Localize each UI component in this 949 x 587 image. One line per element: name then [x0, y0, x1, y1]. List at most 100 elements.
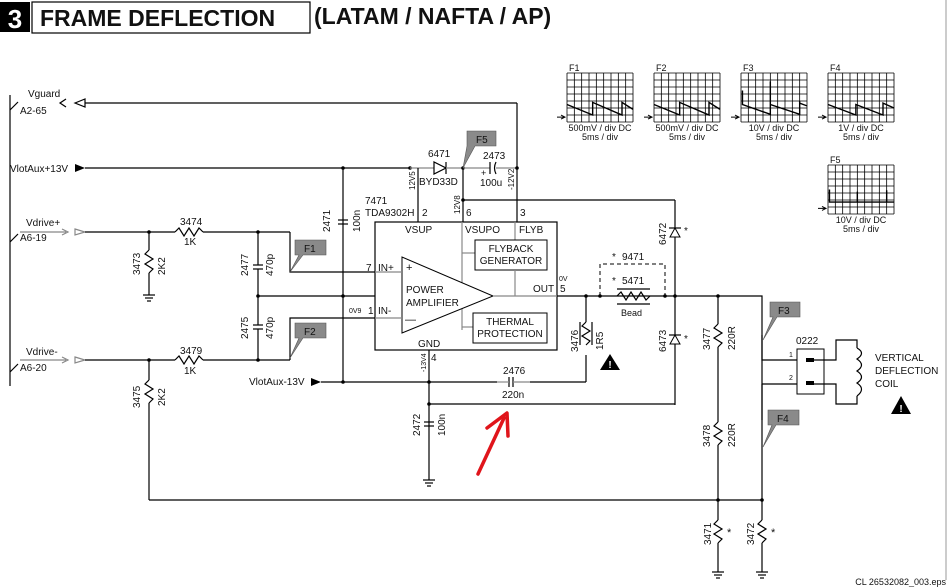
- ground-ref-arrow-icon: [557, 114, 567, 120]
- input-arrow-icon: [311, 378, 321, 386]
- waveform-label: F5: [830, 155, 841, 165]
- vdrive-minus-pin: A6-20: [20, 363, 47, 374]
- svg-text:470p: 470p: [265, 253, 276, 276]
- svg-text:F4: F4: [777, 414, 789, 425]
- c2473-value: 100u: [480, 178, 502, 189]
- svg-text:220R: 220R: [727, 326, 738, 350]
- vguard-arrow-icon: [58, 98, 67, 108]
- svg-text:+: +: [481, 168, 486, 178]
- svg-text:—: —: [405, 314, 416, 326]
- svg-text:4: 4: [431, 353, 437, 364]
- waveform-scale: 1V / div DC: [838, 123, 884, 133]
- svg-text:IN-: IN-: [378, 306, 391, 317]
- page-subtitle: (LATAM / NAFTA / AP): [314, 3, 551, 29]
- ic-ref: 7471: [365, 196, 388, 207]
- waveform-scale: 10V / div DC: [836, 215, 887, 225]
- svg-text:FLYBACK: FLYBACK: [489, 244, 534, 255]
- svg-text:220R: 220R: [727, 423, 738, 447]
- svg-text:3473: 3473: [132, 252, 143, 275]
- waveform-label: F1: [569, 63, 580, 73]
- svg-text:PROTECTION: PROTECTION: [477, 329, 543, 340]
- waveform-grid: [827, 164, 895, 215]
- ground-ref-arrow-icon: [644, 114, 654, 120]
- svg-text:100n: 100n: [437, 414, 448, 436]
- svg-text:F1: F1: [304, 244, 316, 255]
- svg-text:*: *: [612, 252, 616, 263]
- svg-text:220n: 220n: [502, 390, 524, 401]
- svg-text:THERMAL: THERMAL: [486, 317, 534, 328]
- resistor-3479-icon: [174, 354, 204, 366]
- svg-text:3477: 3477: [702, 327, 713, 350]
- svg-text:GENERATOR: GENERATOR: [480, 256, 542, 267]
- ground-ref-arrow-icon: [818, 114, 828, 120]
- svg-text:1K: 1K: [184, 366, 197, 377]
- waveform-trace: [741, 81, 808, 116]
- warning-icon: [600, 354, 620, 370]
- svg-text:-13V4: -13V4: [421, 353, 428, 372]
- svg-text:*: *: [684, 334, 688, 345]
- deflection-coil-icon: [855, 347, 863, 397]
- d6471-ref: 6471: [428, 149, 451, 160]
- waveform-timebase: 5ms / div: [669, 132, 706, 142]
- svg-text:1K: 1K: [184, 237, 197, 248]
- svg-text:F5: F5: [476, 135, 488, 146]
- waveform-label: F2: [656, 63, 667, 73]
- svg-text:5: 5: [560, 284, 566, 295]
- power-amplifier-icon: [401, 256, 495, 334]
- waveform-timebase: 5ms / div: [582, 132, 619, 142]
- waveform-grid: [827, 72, 895, 123]
- waveform-label: F4: [830, 63, 841, 73]
- section-number: 3: [8, 4, 22, 34]
- waveform-trace: [653, 101, 721, 117]
- svg-text:*: *: [612, 276, 616, 287]
- test-point-f1: F1: [289, 239, 327, 273]
- svg-text:3479: 3479: [180, 346, 203, 357]
- voltage-12v5: 12V5: [408, 171, 417, 190]
- c2471-value: 100n: [352, 210, 363, 232]
- svg-text:2472: 2472: [412, 413, 423, 436]
- c2473-ref: 2473: [483, 151, 506, 162]
- waveform-trace: [827, 102, 895, 117]
- ground-ref-arrow-icon: [818, 205, 828, 211]
- svg-text:F2: F2: [304, 327, 316, 338]
- svg-text:2: 2: [422, 208, 428, 219]
- svg-text:+: +: [406, 262, 412, 274]
- svg-text:OUT: OUT: [533, 284, 554, 295]
- svg-text:2475: 2475: [240, 316, 251, 339]
- svg-text:5471: 5471: [622, 276, 645, 287]
- svg-text:2476: 2476: [503, 366, 526, 377]
- warning-icon: [891, 396, 911, 414]
- waveform-timebase: 5ms / div: [843, 132, 880, 142]
- svg-text:3476: 3476: [570, 329, 581, 352]
- svg-text:AMPLIFIER: AMPLIFIER: [406, 298, 459, 309]
- waveform-trace: [828, 189, 894, 203]
- d6471-value: BYD33D: [419, 177, 458, 188]
- svg-text:COIL: COIL: [875, 379, 899, 390]
- svg-text:1: 1: [789, 352, 793, 359]
- svg-text:*: *: [771, 527, 776, 539]
- waveform-grid: [740, 72, 808, 123]
- test-point-f5: F5: [462, 130, 497, 169]
- waveform-timebase: 5ms / div: [843, 224, 880, 234]
- svg-text:0V9: 0V9: [349, 308, 362, 315]
- section-badge: [0, 2, 30, 32]
- waveform-scale: 10V / div DC: [749, 123, 800, 133]
- svg-text:!: !: [899, 404, 902, 415]
- svg-text:1: 1: [368, 306, 374, 317]
- svg-text:VSUP: VSUP: [405, 225, 433, 236]
- ground-ref-arrow-icon: [731, 114, 741, 120]
- vguard-label: Vguard: [28, 89, 60, 100]
- svg-text:6472: 6472: [658, 222, 669, 245]
- svg-text:POWER: POWER: [406, 285, 444, 296]
- vdrive-plus-pin: A6-19: [20, 233, 47, 244]
- test-point-f2: F2: [289, 322, 327, 359]
- svg-text:3475: 3475: [132, 385, 143, 408]
- svg-text:3: 3: [520, 208, 526, 219]
- svg-text:3474: 3474: [180, 217, 203, 228]
- voltage-12v8: 12V8: [453, 195, 462, 214]
- svg-text:2477: 2477: [240, 253, 251, 276]
- vlotaux-plus-label: VlotAux+13V: [10, 164, 68, 175]
